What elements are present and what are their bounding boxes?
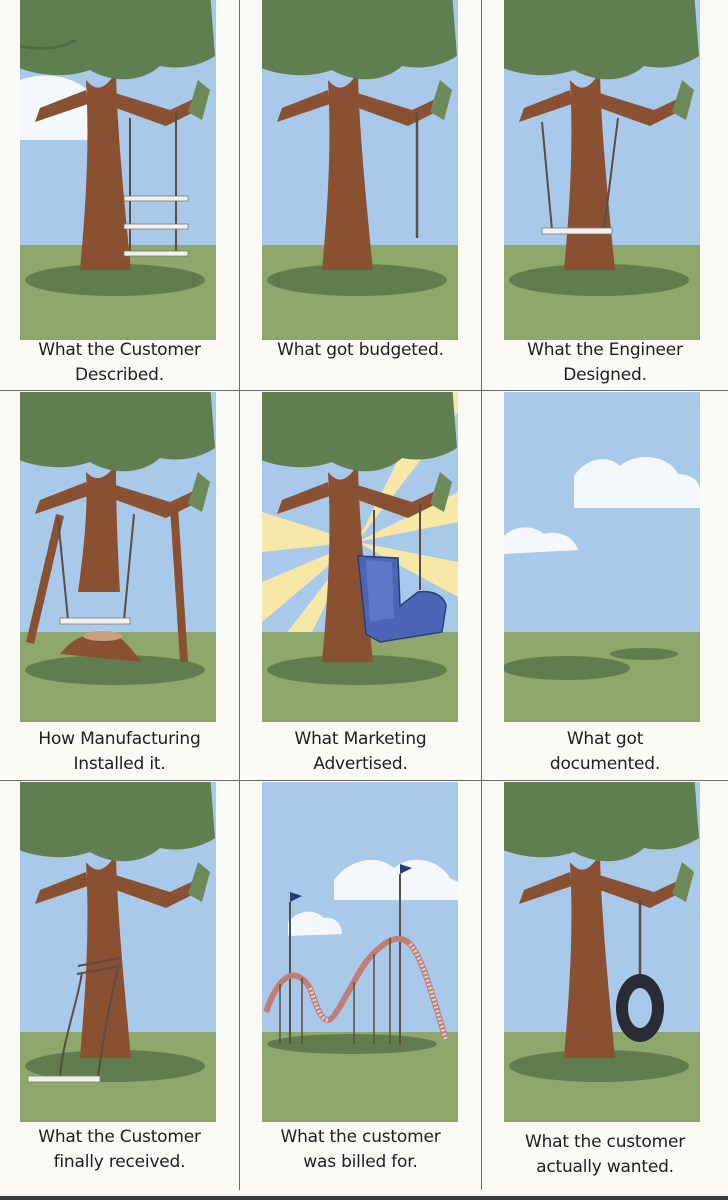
panel-customer-described: [20, 0, 216, 340]
panel-art: [20, 392, 216, 722]
caption-line: What the customer: [280, 1127, 441, 1147]
caption-customer-described: What the Customer Described.: [0, 338, 239, 388]
divider-horizontal-2: [0, 780, 728, 781]
panel-art: [262, 782, 458, 1122]
caption-line: finally received.: [53, 1152, 186, 1172]
caption-line: What got budgeted.: [277, 340, 444, 360]
panel-art: [504, 0, 700, 340]
caption-line: Installed it.: [73, 754, 166, 774]
caption-line: was billed for.: [303, 1152, 418, 1172]
panel-manufacturing-installed: [20, 392, 216, 722]
caption-line: actually wanted.: [536, 1157, 674, 1177]
caption-line: Advertised.: [313, 754, 408, 774]
panel-art: [20, 782, 216, 1122]
caption-manufacturing-installed: How Manufacturing Installed it.: [0, 727, 239, 777]
caption-line: What got: [566, 729, 644, 749]
caption-line: What the Customer: [38, 1127, 201, 1147]
caption-line: What the Engineer: [527, 340, 683, 360]
caption-marketing-advertised: What Marketing Advertised.: [240, 727, 481, 777]
caption-customer-wanted: What the customer actually wanted.: [482, 1130, 728, 1180]
caption-engineer-designed: What the Engineer Designed.: [482, 338, 728, 388]
caption-documented: What got documented.: [482, 727, 728, 777]
panel-art: [262, 392, 458, 722]
divider-horizontal-1: [0, 390, 728, 391]
panel-art: [262, 0, 458, 340]
caption-budgeted: What got budgeted.: [240, 338, 481, 363]
divider-vertical-1: [239, 0, 240, 1190]
caption-line: Described.: [75, 365, 164, 385]
caption-line: What the customer: [524, 1132, 686, 1152]
panel-customer-received: [20, 782, 216, 1122]
caption-customer-received: What the Customer finally received.: [0, 1125, 239, 1175]
caption-line: How Manufacturing: [38, 729, 201, 749]
caption-line: What the Customer: [38, 340, 201, 360]
caption-line: What Marketing: [294, 729, 427, 749]
divider-vertical-2: [481, 0, 482, 1190]
panel-art: [20, 0, 216, 340]
panel-art: [504, 392, 700, 722]
caption-line: Designed.: [563, 365, 647, 385]
panel-budgeted: [262, 0, 458, 340]
panel-marketing-advertised: [262, 392, 458, 722]
caption-line: documented.: [549, 754, 661, 774]
panel-documented: [504, 392, 700, 722]
panel-art: [504, 782, 700, 1122]
caption-customer-billed: What the customer was billed for.: [240, 1125, 481, 1175]
panel-engineer-designed: [504, 0, 700, 340]
panel-customer-wanted: [504, 782, 700, 1122]
panel-customer-billed: [262, 782, 458, 1122]
